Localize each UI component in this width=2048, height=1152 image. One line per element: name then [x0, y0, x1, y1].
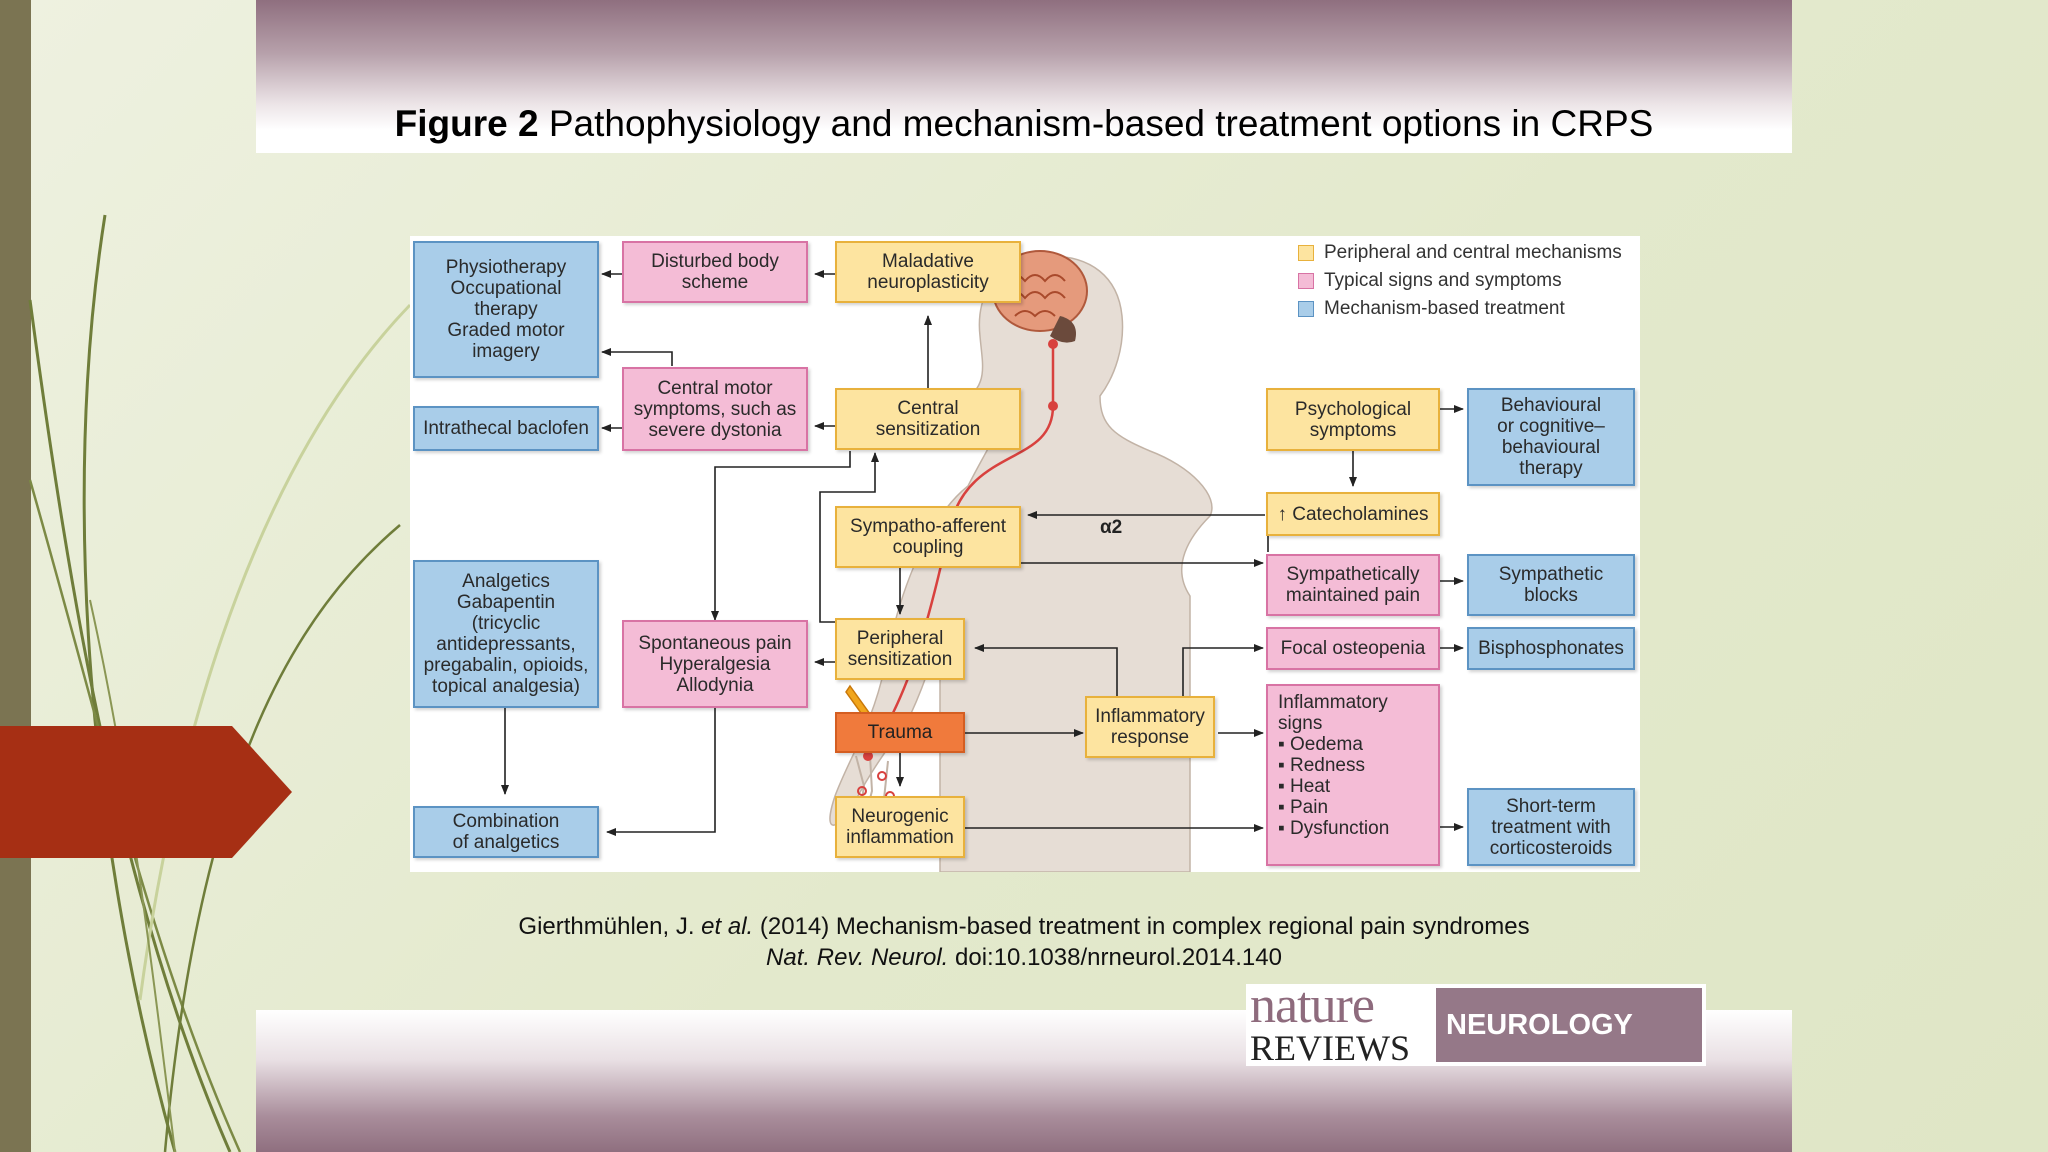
box-central-sensitization: Central sensitization	[835, 388, 1021, 450]
box-physiotherapy: Physiotherapy Occupational therapy Grade…	[413, 241, 599, 378]
inflammatory-sign-item: ▪ Dysfunction	[1278, 818, 1390, 839]
box-trauma: Trauma	[835, 712, 965, 753]
pathophysiology-figure: Peripheral and central mechanisms Typica…	[410, 236, 1640, 872]
figure-title-text: Pathophysiology and mechanism-based trea…	[538, 103, 1654, 144]
logo-neurology: NEUROLOGY	[1436, 988, 1702, 1062]
box-combination-analgetics: Combination of analgetics	[413, 806, 599, 858]
inflammatory-sign-item: ▪ Redness	[1278, 755, 1366, 776]
box-disturbed-body-scheme: Disturbed body scheme	[622, 241, 808, 303]
box-focal-osteopenia: Focal osteopenia	[1266, 627, 1440, 670]
box-inflammatory-response: Inflammatory response	[1085, 696, 1215, 758]
box-psychological-symptoms: Psychological symptoms	[1266, 388, 1440, 451]
nature-reviews-neurology-logo: nature REVIEWS NEUROLOGY	[1246, 977, 1706, 1068]
logo-reviews: REVIEWS	[1250, 1028, 1410, 1068]
figure-label: Figure 2	[394, 103, 539, 144]
box-sympathetically-maintained-pain: Sympathetically maintained pain	[1266, 554, 1440, 616]
box-intrathecal-baclofen: Intrathecal baclofen	[413, 406, 599, 451]
box-analgetics: Analgetics Gabapentin (tricyclic antidep…	[413, 560, 599, 708]
legend-item-mechanisms: Peripheral and central mechanisms	[1298, 242, 1622, 264]
box-maladaptive-neuroplasticity: Maladative neuroplasticity	[835, 241, 1021, 303]
inflammatory-sign-item: ▪ Heat	[1278, 776, 1331, 797]
legend-item-treatment: Mechanism-based treatment	[1298, 298, 1565, 320]
box-neurogenic-inflammation: Neurogenic inflammation	[835, 796, 965, 858]
nerve-node-brain	[1048, 339, 1058, 349]
citation-title: (2014) Mechanism-based treatment in comp…	[753, 913, 1530, 940]
citation-author: Gierthmühlen, J.	[518, 913, 702, 940]
nerve-node-hand	[863, 751, 873, 761]
nerve-node-spine	[1048, 401, 1058, 411]
legend-label: Mechanism-based treatment	[1324, 298, 1565, 319]
citation-etal: et al.	[701, 913, 754, 940]
box-catecholamines: ↑ Catecholamines	[1266, 492, 1440, 536]
box-peripheral-sensitization: Peripheral sensitization	[835, 618, 965, 680]
inflammatory-sign-item: ▪ Oedema	[1278, 734, 1363, 755]
citation-journal: Nat. Rev. Neurol.	[766, 944, 949, 971]
decorative-curves	[28, 214, 412, 1152]
red-arrow-shape	[0, 726, 292, 858]
header-band	[256, 0, 1792, 153]
box-spontaneous-pain: Spontaneous pain Hyperalgesia Allodynia	[622, 620, 808, 708]
legend-label: Peripheral and central mechanisms	[1324, 242, 1622, 263]
box-central-motor-symptoms: Central motor symptoms, such as severe d…	[622, 367, 808, 451]
box-behavioural-therapy: Behavioural or cognitive– behavioural th…	[1467, 388, 1635, 486]
alpha2-label: α2	[1100, 517, 1123, 538]
inflammatory-signs-title: Inflammatory signs	[1278, 692, 1388, 734]
figure-title: Figure 2 Pathophysiology and mechanism-b…	[256, 103, 1792, 145]
citation-doi: doi:10.1038/nrneurol.2014.140	[948, 944, 1282, 971]
citation-line-1: Gierthmühlen, J. et al. (2014) Mechanism…	[256, 913, 1792, 941]
legend-label: Typical signs and symptoms	[1324, 270, 1562, 291]
box-sympathetic-blocks: Sympathetic blocks	[1467, 554, 1635, 616]
legend-item-signs: Typical signs and symptoms	[1298, 270, 1562, 292]
logo-nature: nature	[1250, 977, 1375, 1034]
citation-line-2: Nat. Rev. Neurol. doi:10.1038/nrneurol.2…	[256, 944, 1792, 972]
box-bisphosphonates: Bisphosphonates	[1467, 627, 1635, 670]
box-inflammatory-signs: Inflammatory signs ▪ Oedema ▪ Redness ▪ …	[1266, 684, 1440, 866]
left-accent-bar	[0, 0, 31, 1152]
box-short-term-corticosteroids: Short-term treatment with corticosteroid…	[1467, 788, 1635, 866]
box-sympatho-afferent-coupling: Sympatho-afferent coupling	[835, 506, 1021, 568]
inflammatory-sign-item: ▪ Pain	[1278, 797, 1329, 818]
